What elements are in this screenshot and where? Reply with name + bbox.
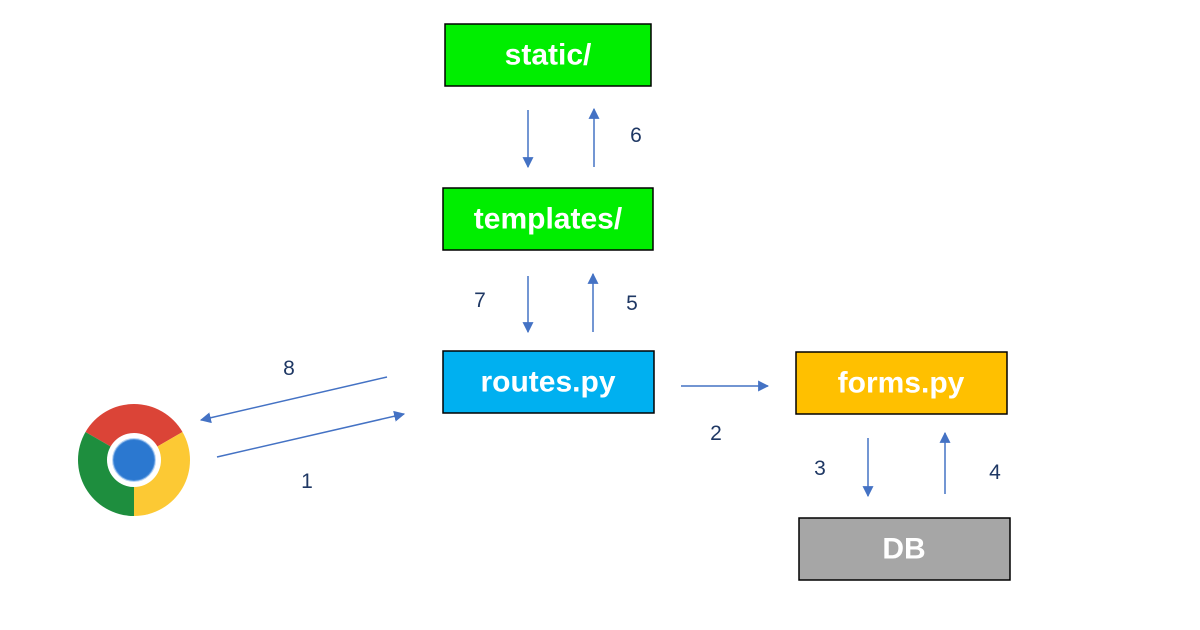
chrome-browser-icon [77, 403, 191, 516]
arrows [199, 107, 951, 498]
step-labels: 6 7 5 8 2 3 4 1 [283, 124, 1001, 493]
db-box-label: DB [882, 533, 925, 566]
routes-box-rect [442, 350, 655, 414]
db-box-rect [798, 517, 1011, 581]
forms-box-rect [795, 351, 1008, 415]
routes-box-label: routes.py [480, 366, 615, 399]
forms-box: forms.py [795, 351, 1008, 415]
static-box-rect [444, 23, 652, 87]
step-label-3: 3 [814, 457, 826, 480]
step-label-2: 2 [710, 422, 722, 445]
step-label-4: 4 [989, 461, 1001, 484]
arrow-step-8 [199, 376, 388, 424]
static-box: static/ [444, 23, 652, 87]
templates-box: templates/ [442, 187, 654, 251]
forms-box-label: forms.py [838, 367, 965, 400]
step-label-8: 8 [283, 357, 295, 380]
step-label-5: 5 [626, 292, 638, 315]
routes-box: routes.py [442, 350, 655, 414]
step-label-7: 7 [474, 289, 486, 312]
arrow-step-1 [216, 410, 406, 458]
db-box: DB [798, 517, 1011, 581]
static-box-label: static/ [505, 39, 592, 72]
templates-box-label: templates/ [474, 203, 623, 236]
step-label-1: 1 [301, 470, 313, 493]
templates-box-rect [442, 187, 654, 251]
step-label-6: 6 [630, 124, 642, 147]
